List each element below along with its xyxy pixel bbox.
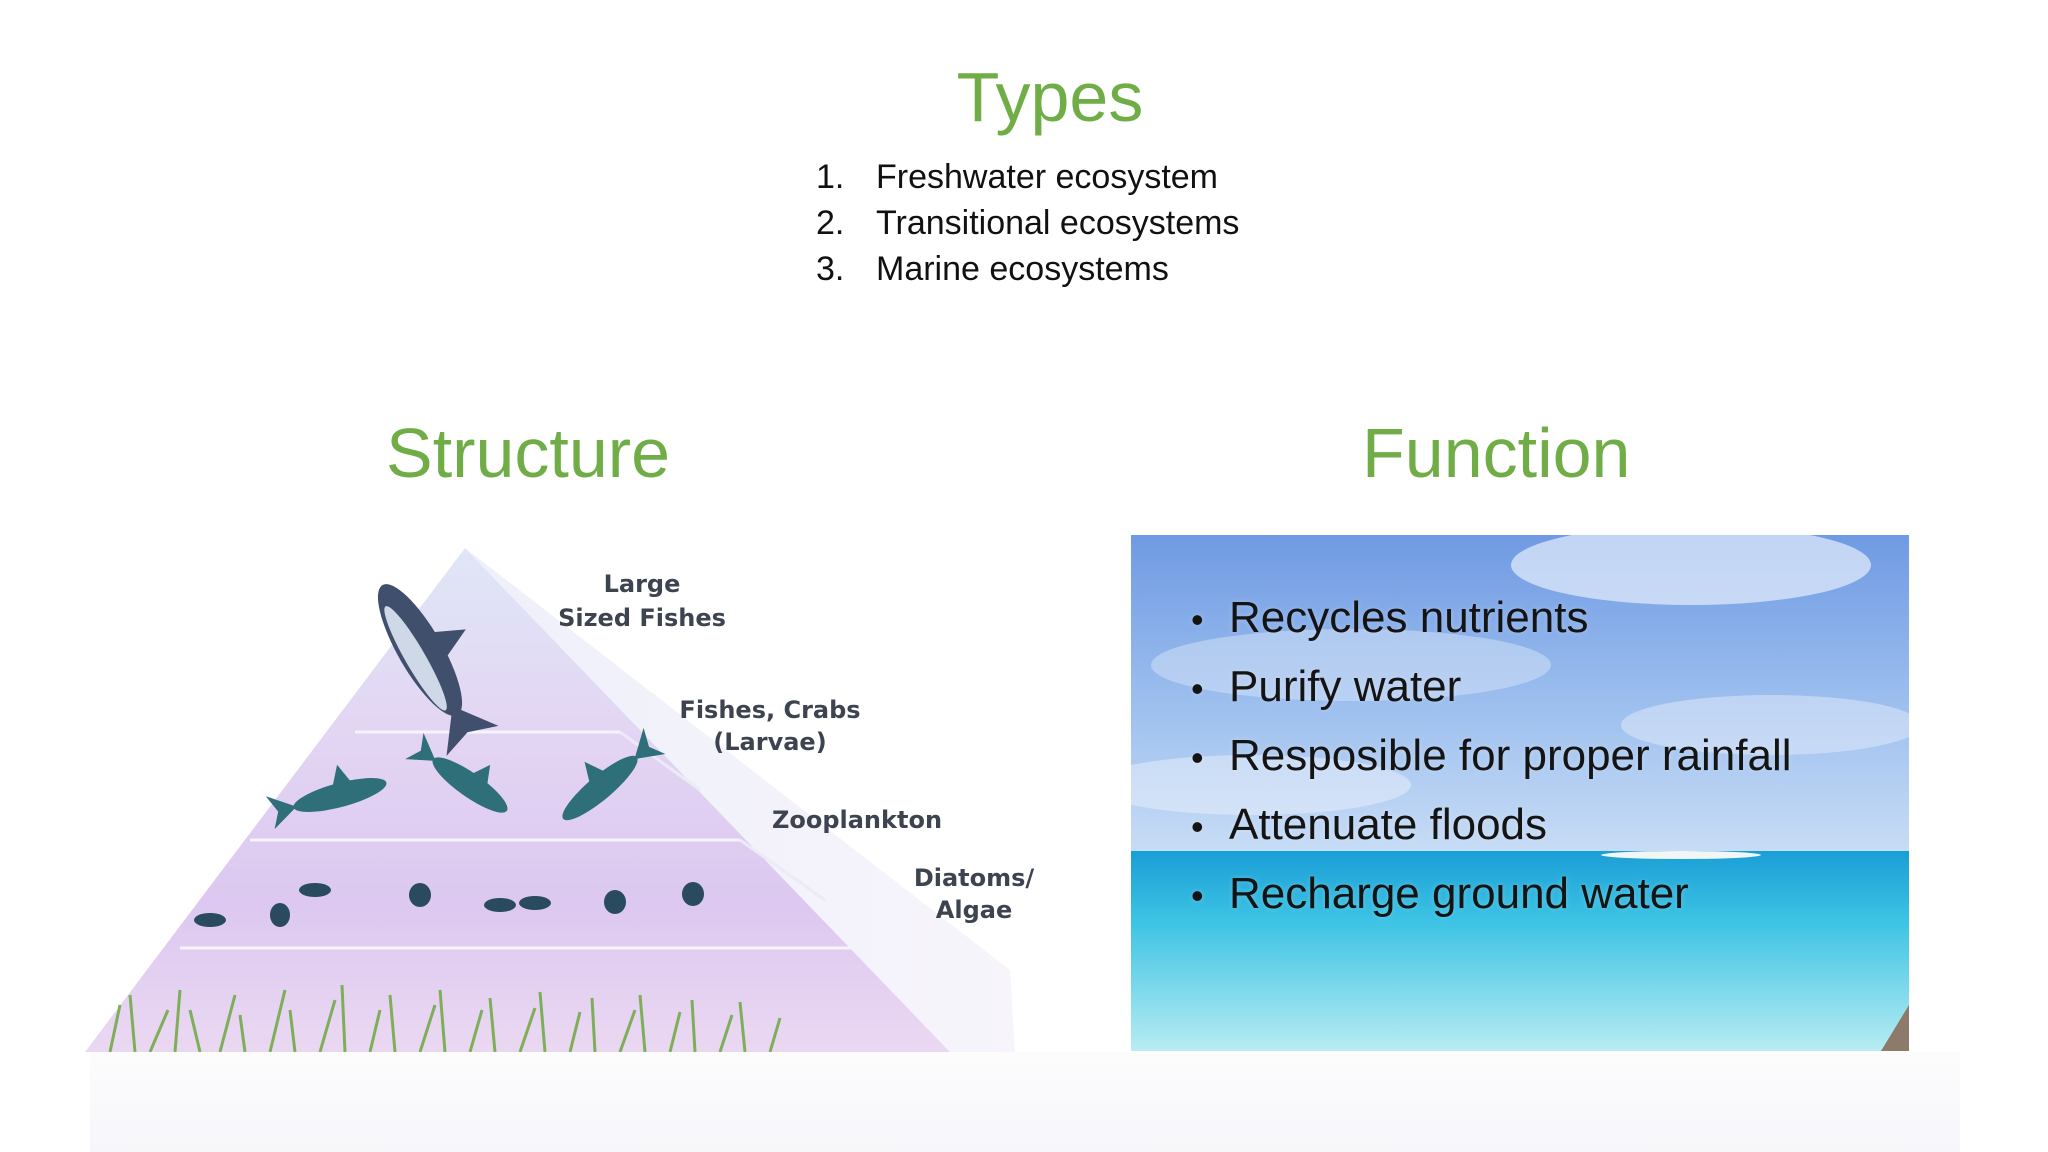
pyramid-label-fishes-crabs-line2: (Larvae) bbox=[713, 728, 826, 756]
types-list: 1. Freshwater ecosystem 2. Transitional ec… bbox=[816, 154, 1239, 292]
ocean-background-image bbox=[1131, 535, 1909, 1051]
ocean-function-panel: • Recycles nutrients • Purify water • Respo… bbox=[1131, 535, 1909, 1051]
function-item-text: Attenuate floods bbox=[1229, 800, 1548, 849]
pyramid-label-diatoms-line2: Algae bbox=[936, 896, 1012, 924]
function-item-text: Recharge ground water bbox=[1229, 869, 1689, 918]
large-shark-icon bbox=[377, 584, 499, 756]
function-item-text: Recycles nutrients bbox=[1229, 593, 1589, 642]
food-pyramid-illustration: Large Sized Fishes Fishes, Crabs (Larvae… bbox=[85, 548, 1035, 1052]
pyramid-label-diatoms-line1: Diatoms/ bbox=[914, 864, 1035, 892]
bullet-icon: • bbox=[1191, 806, 1204, 847]
zooplankton-icon bbox=[194, 882, 704, 927]
structure-title: Structure bbox=[386, 414, 670, 492]
types-list-item: 1. Freshwater ecosystem bbox=[816, 154, 1239, 200]
pyramid-label-zooplankton: Zooplankton bbox=[772, 806, 942, 834]
shark-icon bbox=[405, 732, 508, 813]
function-list-item: • Purify water bbox=[1191, 652, 1792, 721]
types-list-item: 3. Marine ecosystems bbox=[816, 246, 1239, 292]
function-list-item: • Attenuate floods bbox=[1191, 790, 1792, 859]
function-item-text: Resposible for proper rainfall bbox=[1229, 731, 1792, 780]
list-number: 3. bbox=[816, 250, 845, 288]
bottom-background-strip bbox=[90, 1052, 1960, 1152]
types-title: Types bbox=[956, 58, 1144, 136]
list-text: Marine ecosystems bbox=[876, 250, 1169, 288]
shark-icon bbox=[562, 727, 666, 821]
bullet-icon: • bbox=[1191, 668, 1204, 709]
list-number: 2. bbox=[816, 204, 845, 242]
pyramid-label-large-fishes-line2: Sized Fishes bbox=[558, 604, 726, 632]
list-text: Transitional ecosystems bbox=[876, 204, 1240, 242]
bullet-icon: • bbox=[1191, 599, 1204, 640]
function-list-item: • Resposible for proper rainfall bbox=[1191, 721, 1792, 790]
function-list-item: • Recycles nutrients bbox=[1191, 583, 1792, 652]
function-item-text: Purify water bbox=[1229, 662, 1462, 711]
shark-icon bbox=[265, 764, 387, 830]
types-list-item: 2. Transitional ecosystems bbox=[816, 200, 1239, 246]
function-list: • Recycles nutrients • Purify water • Respo… bbox=[1191, 583, 1792, 928]
grass-decoration bbox=[108, 984, 782, 1052]
function-title: Function bbox=[1362, 414, 1631, 492]
bullet-icon: • bbox=[1191, 875, 1204, 916]
pyramid-label-fishes-crabs-line1: Fishes, Crabs bbox=[679, 696, 860, 724]
function-list-item: • Recharge ground water bbox=[1191, 859, 1792, 928]
pyramid-side-face bbox=[465, 548, 1015, 1052]
list-text: Freshwater ecosystem bbox=[876, 158, 1218, 196]
list-number: 1. bbox=[816, 158, 845, 196]
bullet-icon: • bbox=[1191, 737, 1204, 778]
pyramid-front-face bbox=[85, 548, 950, 1052]
pyramid-label-large-fishes-line1: Large bbox=[604, 570, 681, 598]
